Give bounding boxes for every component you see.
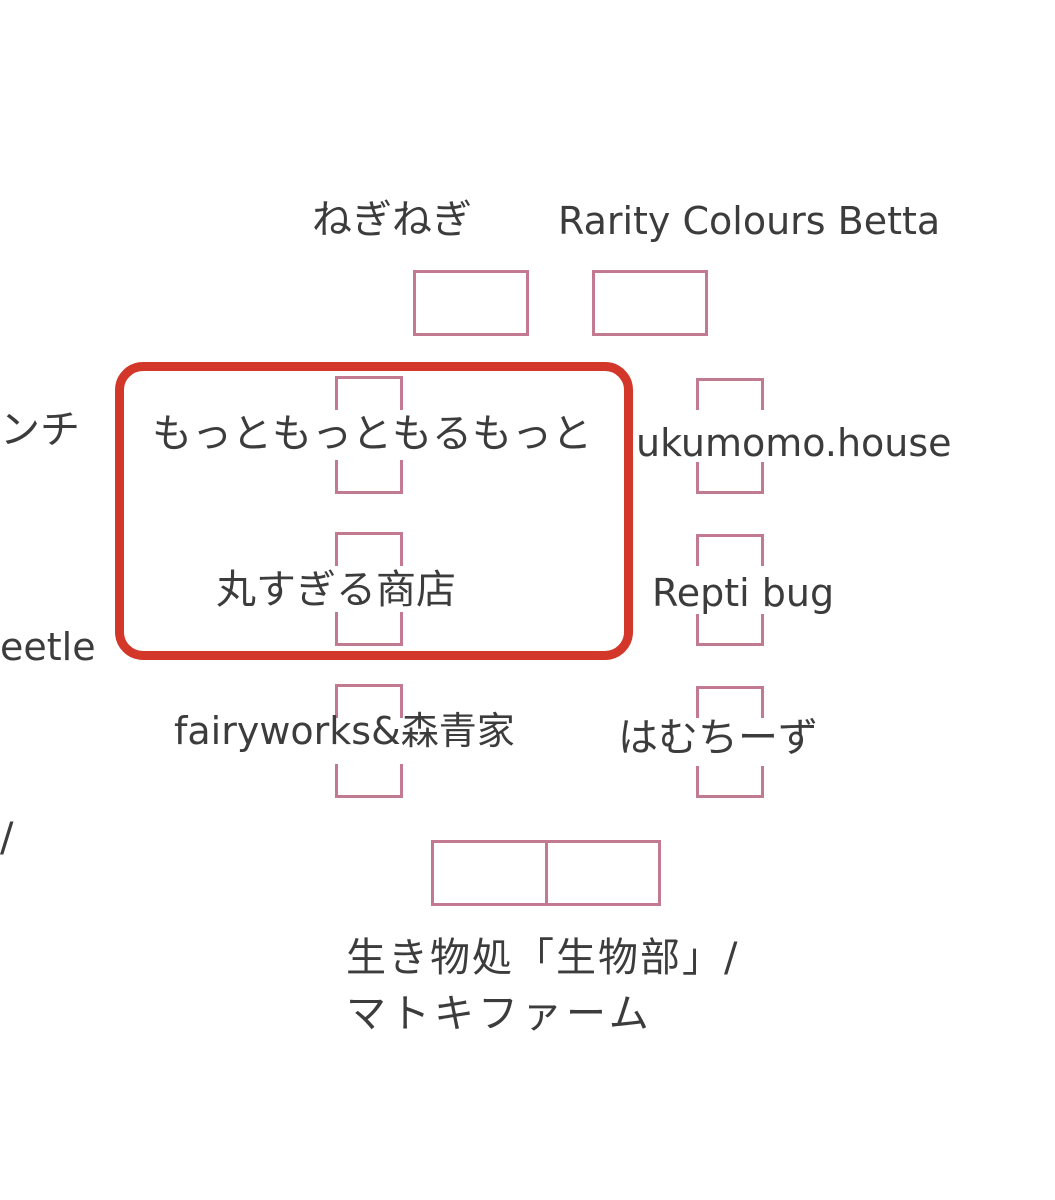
booth-ikimono-left[interactable] [431, 840, 548, 906]
booth-label-ikimono-line2: マトキファーム [346, 991, 653, 1037]
booth-label-hamuchi: はむちーず [618, 715, 818, 761]
booth-label-negi: ねぎねぎ [312, 197, 472, 243]
booth-marusugiru-top[interactable] [335, 532, 403, 566]
booth-label-rarity: Rarity Colours Betta [558, 199, 941, 243]
booth-hamuchi-bottom[interactable] [696, 766, 764, 798]
booth-fukumomo-bottom[interactable] [696, 462, 764, 494]
booth-marusugiru-bottom[interactable] [335, 612, 403, 646]
booth-label-fairyworks: fairyworks&森青家 [174, 709, 515, 753]
booth-ikimono-right[interactable] [545, 840, 661, 906]
booth-label-left-bottom: eetle [0, 625, 96, 669]
booth-label-left-top: ンチ [0, 407, 80, 453]
booth-label-fukumomo: ukumomo.house [636, 421, 952, 465]
booth-label-motto: もっともっともるもっと [152, 411, 592, 457]
booth-negi[interactable] [413, 270, 529, 336]
booth-fukumomo-top[interactable] [696, 378, 764, 410]
booth-fairyworks-top[interactable] [335, 684, 403, 718]
booth-hamuchi-top[interactable] [696, 686, 764, 718]
booth-motto-bottom[interactable] [335, 460, 403, 494]
booth-fairyworks-bottom[interactable] [335, 764, 403, 798]
booth-label-left-slash: / [0, 815, 14, 861]
booth-label-ikimono-line1: 生き物処「生物部」/ [346, 935, 740, 981]
highlight-frame [115, 362, 633, 660]
booth-rarity[interactable] [592, 270, 708, 336]
booth-repti-top[interactable] [696, 534, 764, 566]
booth-motto-top[interactable] [335, 376, 403, 410]
booth-label-marusugiru: 丸すぎる商店 [216, 567, 456, 613]
booth-label-repti: Repti bug [652, 571, 835, 615]
booth-repti-bottom[interactable] [696, 614, 764, 646]
